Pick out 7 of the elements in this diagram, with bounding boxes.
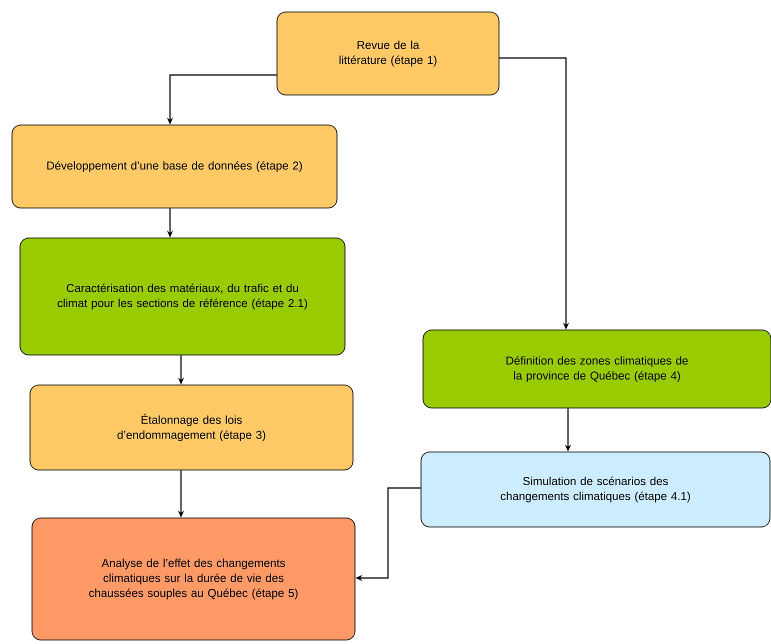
process-box: Caractérisation des matériaux, du trafic et du climat pour les sections de référence (étape 2.1) (20, 238, 346, 356)
process-box: Développement d’une base de données (étape 2) (12, 124, 338, 208)
process-box: Simulation de scénarios des changements climatiques (étape 4.1) (420, 452, 770, 528)
process-box: Revue de la littérature (étape 1) (276, 12, 500, 96)
process-box: Analyse de l’effet des changements climatiques sur la durée de vie des chaussées souples au Québec (étape 5) (32, 518, 356, 640)
process-box: Étalonnage des lois d’endommagement (étape 3) (30, 384, 354, 470)
process-box: Définition des zones climatiques de la province de Québec (étape 4) (422, 330, 771, 408)
